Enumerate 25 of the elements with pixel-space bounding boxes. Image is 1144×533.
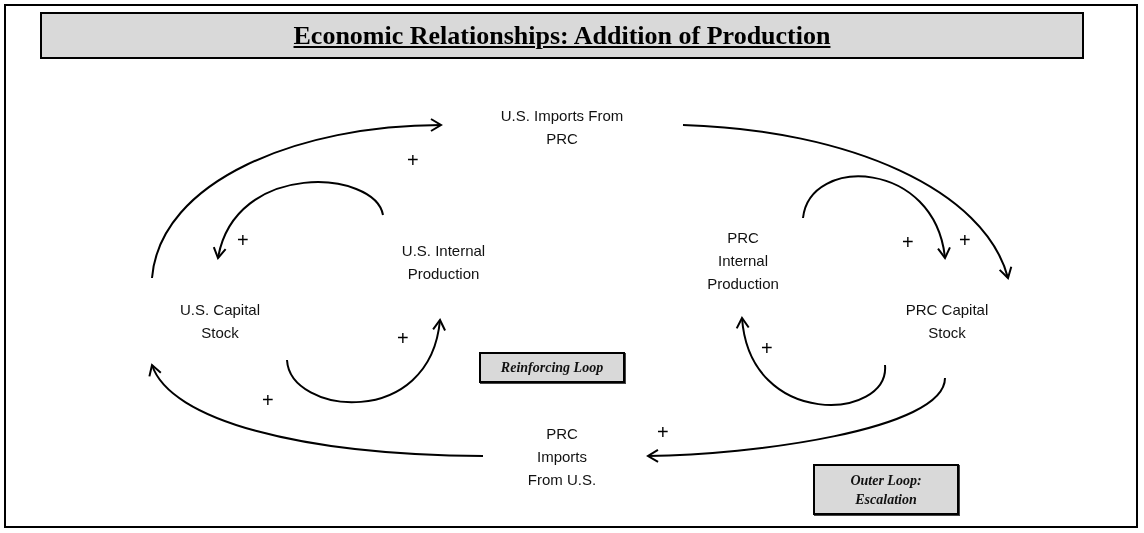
edge-label: + xyxy=(407,150,419,170)
arrow xyxy=(647,377,946,463)
loop-label-box: Reinforcing Loop xyxy=(479,352,625,383)
variable-label: U.S. Capital Stock xyxy=(160,297,280,345)
arrow xyxy=(150,364,484,457)
edge-label: + xyxy=(657,422,669,442)
edge-label: + xyxy=(959,230,971,250)
variable-label: U.S. Internal Production xyxy=(401,227,486,297)
edge-label: + xyxy=(397,328,409,348)
arrow xyxy=(151,118,442,279)
arrow xyxy=(682,124,1012,279)
arrow xyxy=(286,319,445,403)
variable-label: PRC Capital Stock xyxy=(888,297,1006,345)
edge-label: + xyxy=(902,232,914,252)
variable-label: PRC Internal Production xyxy=(701,225,785,295)
arrow xyxy=(802,175,950,259)
variable-label: U.S. Imports From PRC xyxy=(487,103,637,151)
edge-label: + xyxy=(262,390,274,410)
variable-label: PRC Imports From U.S. xyxy=(520,421,604,491)
arrow xyxy=(736,317,886,406)
edge-label: + xyxy=(237,230,249,250)
title: Economic Relationships: Addition of Production xyxy=(40,12,1084,59)
loop-label-box: Outer Loop: Escalation xyxy=(813,464,959,515)
edge-label: + xyxy=(761,338,773,358)
arrow xyxy=(214,181,384,259)
